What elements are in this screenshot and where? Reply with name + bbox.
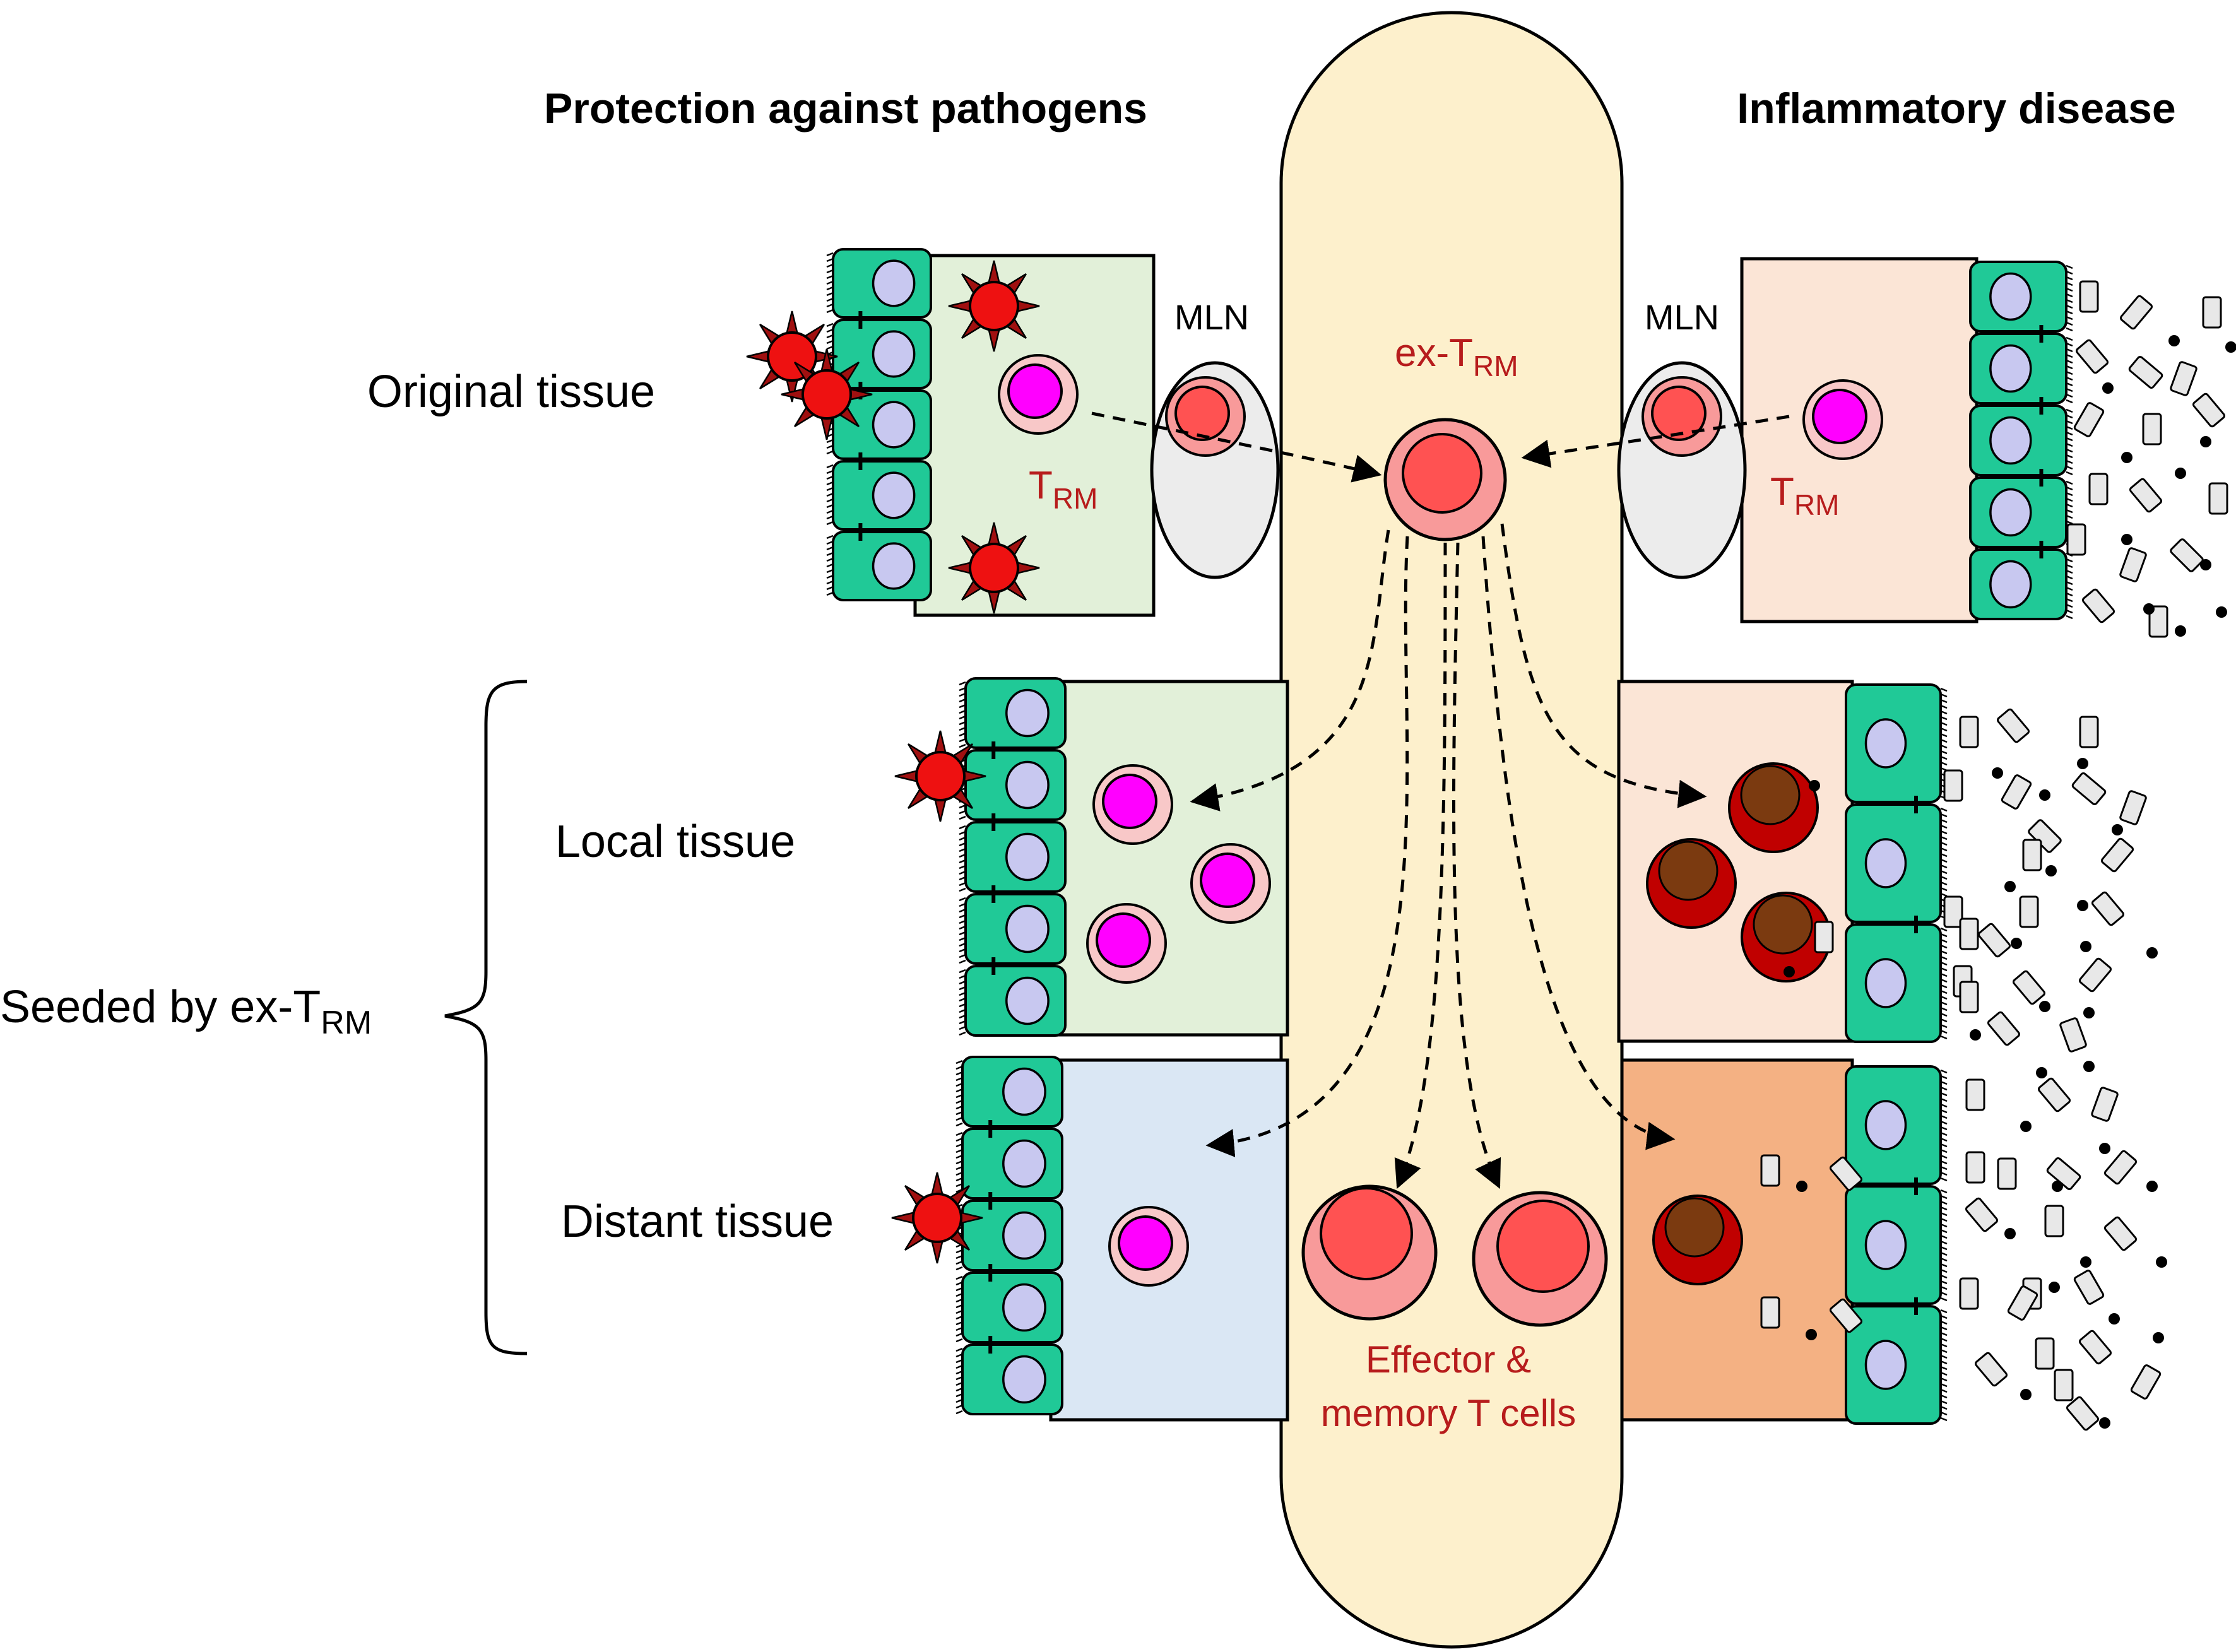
epithelial-cell [955, 1056, 1063, 1128]
label-seeded-sub: RM [321, 1005, 372, 1041]
trm-cell-local-2 [1190, 843, 1271, 924]
pathogen [894, 730, 986, 822]
epithelial-cell [955, 1192, 1063, 1271]
trm-cell-distant [1108, 1206, 1189, 1287]
epithelial-cell [1845, 796, 1948, 923]
epithelial-cell [1845, 916, 1948, 1043]
label-effector-line1: Effector & [1366, 1338, 1531, 1381]
inflamed-t-cell-2 [1646, 838, 1737, 929]
arrow-ex-trm-to-local-left [1190, 529, 1390, 811]
epithelial-cell [959, 677, 1067, 749]
seeded-brace [444, 680, 528, 1355]
mln-left-label: MLN [1174, 297, 1249, 337]
epithelium-original-right [1969, 261, 2073, 620]
inflammatory-debris [1760, 280, 2236, 1431]
epithelial-cell [1969, 469, 2073, 548]
migration-arrows [1091, 411, 1790, 1189]
epithelial-cell [826, 311, 932, 389]
header-left: Protection against pathogens [544, 85, 1147, 133]
epithelial-cell [1969, 261, 2073, 333]
arrow-ex-trm-to-effector-2 [1452, 542, 1501, 1189]
trm-cell-local-3 [1086, 903, 1167, 984]
trm-cell-local-1 [1092, 764, 1173, 845]
pathogen [948, 522, 1040, 614]
original-tissue-left-box [913, 254, 1156, 617]
label-distant-tissue: Distant tissue [561, 1196, 834, 1247]
epithelial-cell [959, 885, 1067, 965]
epithelial-cell [826, 523, 932, 601]
effector-t-cell-1 [1301, 1184, 1438, 1321]
arrow-ex-trm-to-distant-left [1205, 536, 1409, 1157]
epithelial-cell [1845, 1297, 1948, 1425]
inflamed-t-cell-4 [1652, 1195, 1743, 1285]
label-original-tissue: Original tissue [367, 367, 655, 417]
trm-cell-original-left [998, 354, 1079, 435]
epithelial-cell [959, 813, 1067, 893]
header-right: Inflammatory disease [1737, 85, 2175, 133]
label-trm-left: TRM [1029, 464, 1097, 515]
epithelial-cell [955, 1336, 1063, 1415]
arrow-trm-right-to-ex-trm [1521, 415, 1790, 468]
effector-t-cell-2 [1472, 1191, 1608, 1327]
label-seeded-main: Seeded by ex-T [0, 982, 321, 1032]
mln-right-label: MLN [1645, 297, 1719, 337]
epithelium-local-left [959, 677, 1067, 1037]
arrow-trm-left-to-ex-trm [1091, 411, 1382, 483]
label-trm-right-sub: RM [1794, 488, 1840, 521]
epithelial-cell [1969, 541, 2073, 620]
epithelial-cell [959, 957, 1067, 1037]
epithelial-cell [826, 382, 932, 460]
pathogen [948, 260, 1040, 352]
epithelial-cell [826, 248, 932, 319]
epithelial-cell [955, 1120, 1063, 1200]
epithelial-cell [1969, 397, 2073, 476]
label-ex-trm-sub: RM [1473, 350, 1518, 382]
ex-trm-cell [1383, 418, 1507, 541]
label-seeded: Seeded by ex-TRM [0, 982, 372, 1041]
pathogen [891, 1172, 983, 1264]
epithelium-distant-right [1845, 1065, 1948, 1425]
epithelial-cell [1845, 1177, 1948, 1305]
epithelial-cell [1845, 1065, 1948, 1185]
epithelium-distant-left [955, 1056, 1063, 1415]
arrow-ex-trm-to-distant-right [1481, 536, 1676, 1150]
label-trm-right: TRM [1770, 470, 1839, 521]
inflamed-t-cell-3 [1741, 892, 1831, 982]
arrow-ex-trm-to-effector-1 [1394, 542, 1447, 1189]
epithelial-cell [1969, 325, 2073, 404]
label-effector-line2: memory T cells [1321, 1392, 1576, 1434]
t-cell-mln-right [1642, 376, 1722, 457]
epithelial-cell [826, 452, 932, 531]
trm-cell-original-right [1802, 379, 1883, 460]
t-cell-mln-left [1165, 376, 1246, 457]
epithelium-local-right [1845, 683, 1948, 1043]
epithelial-cell [955, 1264, 1063, 1343]
label-trm-left-sub: RM [1053, 482, 1098, 515]
label-trm-right-main: T [1770, 470, 1794, 514]
label-local-tissue: Local tissue [555, 817, 795, 867]
label-trm-left-main: T [1029, 464, 1053, 507]
epithelial-cell [1845, 683, 1948, 803]
label-ex-trm: ex-TRM [1395, 331, 1518, 382]
inflamed-t-cell-1 [1728, 762, 1819, 853]
epithelial-cell [959, 741, 1067, 821]
arrow-ex-trm-to-local-right [1500, 523, 1707, 808]
pathogen [781, 348, 873, 440]
epithelium-original-left [826, 248, 932, 601]
label-ex-trm-main: ex-T [1395, 331, 1473, 375]
